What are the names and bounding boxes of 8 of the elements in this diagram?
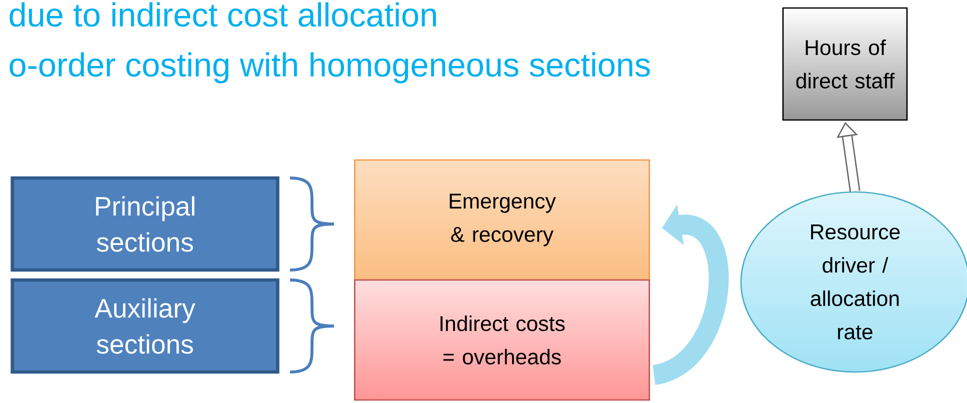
section-box: Auxiliary sections — [10, 278, 280, 374]
cost-box: Indirect costs = overheads — [354, 279, 650, 401]
title-text: due to indirect cost allocation — [10, 2, 436, 27]
staff-hours-box: Hours of direct staff — [782, 7, 908, 121]
cost-box: Emergency & recovery — [354, 159, 650, 281]
title-text: o-order costing with homogeneous sections — [10, 52, 650, 84]
section-box: Principal sections — [10, 176, 280, 272]
hollow-arrow — [836, 122, 860, 192]
